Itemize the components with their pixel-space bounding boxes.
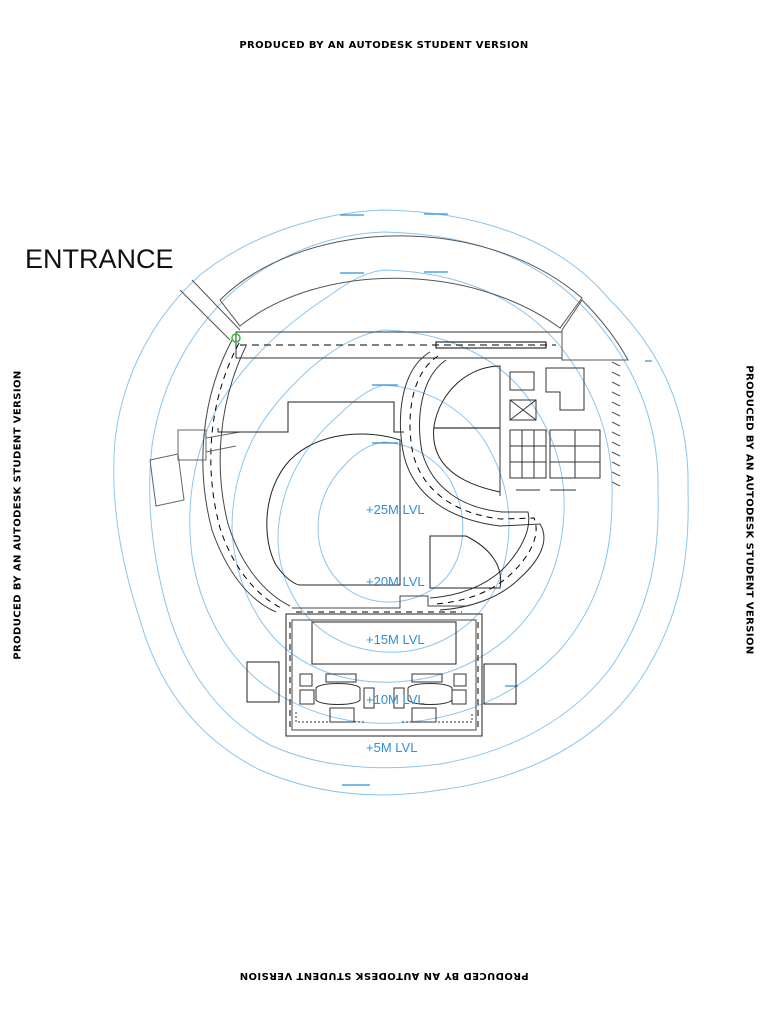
lower-hall — [311, 621, 457, 665]
entrance-marker — [231, 333, 241, 343]
room-box — [363, 687, 375, 709]
left-path — [205, 431, 241, 453]
stair-box — [509, 399, 537, 421]
contour-20m — [277, 384, 510, 653]
room-box — [411, 673, 443, 683]
contour-lines — [113, 209, 689, 796]
room-box — [451, 689, 467, 705]
room-box — [299, 673, 313, 687]
contour-15m — [231, 329, 565, 683]
ring-road-outer — [202, 339, 277, 613]
stair-cross — [509, 399, 537, 421]
spiral-ramp-inner — [419, 359, 530, 599]
watermark-top: PRODUCED BY AN AUTODESK STUDENT VERSION — [239, 40, 529, 51]
lower-building-outer — [285, 613, 483, 737]
contour-ticks — [340, 213, 652, 786]
lower-rooms — [295, 673, 473, 723]
lower-building-inner — [291, 619, 477, 731]
top-road-inner-strip — [435, 341, 547, 349]
top-arc-terrace — [219, 235, 583, 329]
ring-road-inner — [219, 345, 291, 607]
watermark-right: PRODUCED BY AN AUTODESK STUDENT VERSION — [743, 365, 755, 655]
level-label-15m: +15M LVL — [366, 632, 425, 647]
building-linework — [149, 235, 629, 737]
level-label-10m: +10M LVL — [366, 692, 425, 707]
room-box — [329, 707, 355, 723]
room-box — [453, 673, 467, 687]
spiral-ramp-outer — [399, 351, 545, 611]
lower-oval-room-left — [315, 683, 361, 705]
entrance-label: ENTRANCE — [25, 244, 174, 274]
right-hatch — [611, 361, 621, 487]
room-box — [325, 673, 357, 683]
left-side-box — [246, 661, 280, 703]
left-pavilion — [177, 429, 207, 461]
room-outline — [545, 367, 585, 411]
ring-road-center — [210, 342, 284, 610]
central-court — [266, 433, 401, 586]
room-box — [509, 371, 535, 391]
right-hall — [433, 365, 501, 493]
right-wing — [561, 299, 629, 361]
watermark-bottom: PRODUCED BY AN AUTODESK STUDENT VERSION — [239, 970, 529, 981]
contour-outer — [113, 209, 689, 796]
level-label-20m: +20M LVL — [366, 574, 425, 589]
left-small-building — [149, 453, 185, 507]
right-side-box — [483, 663, 517, 705]
bottom-connector — [292, 595, 466, 609]
contour-25m — [317, 441, 464, 603]
room-box — [299, 689, 315, 705]
level-label-5m: +5M LVL — [366, 740, 418, 755]
contour-5m — [149, 231, 659, 769]
level-label-25m: +25M LVL — [366, 502, 425, 517]
spiral-ramp-center — [409, 355, 537, 605]
contour-10m — [189, 269, 613, 724]
room-block — [509, 429, 547, 479]
lower-dotted-edge — [295, 712, 473, 723]
watermark-left: PRODUCED BY AN AUTODESK STUDENT VERSION — [12, 370, 24, 660]
entrance-road — [179, 279, 241, 341]
right-rooms — [499, 366, 601, 496]
lower-right-block — [429, 535, 502, 589]
room-box — [393, 687, 405, 709]
central-block — [217, 401, 404, 433]
